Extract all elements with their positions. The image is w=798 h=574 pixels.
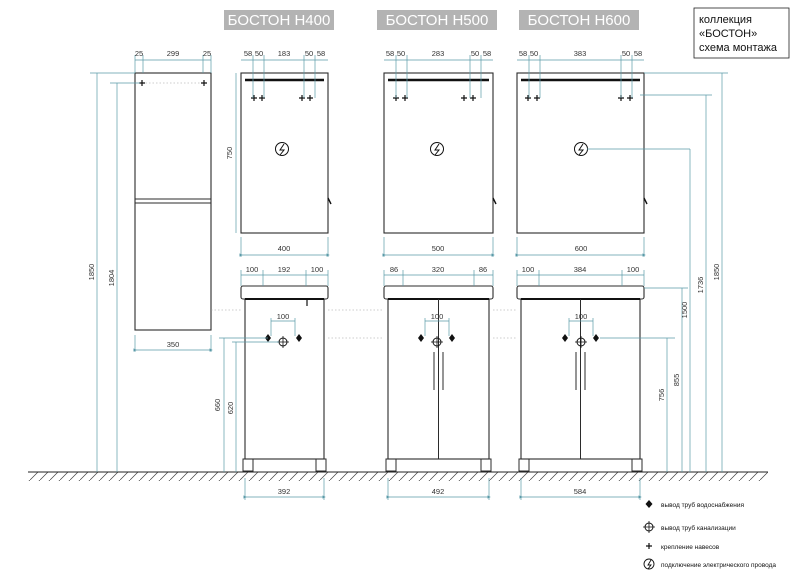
legend-drain-label: вывод труб канализации [661, 524, 736, 532]
dim-label: 100 [575, 312, 588, 321]
legend-electric-label: подключение электрического провода [661, 562, 776, 569]
dim-label: 1736 [696, 277, 705, 294]
dim-label: 620 [226, 402, 235, 415]
dim-label: 756 [657, 389, 666, 402]
dim-label: 25 [203, 49, 211, 58]
dim-label: 25 [135, 49, 143, 58]
dim-label: 350 [167, 340, 180, 349]
title-h400-text: БОСТОН Н400 [228, 12, 331, 29]
dim-label: 86 [390, 265, 398, 274]
drain-pipe-icon [575, 336, 587, 348]
dim-label: 600 [575, 244, 588, 253]
dim-label: 299 [167, 49, 180, 58]
mount-icon [393, 95, 408, 101]
dim-label: 183 [278, 49, 291, 58]
electric-icon [275, 142, 289, 156]
water-pipe-icon [449, 334, 455, 342]
water-pipe-icon [418, 334, 424, 342]
water-pipe-icon [593, 334, 599, 342]
dim-label: 384 [574, 265, 587, 274]
mount-icon [461, 95, 476, 101]
legend-electric: подключение электрического провода [643, 558, 776, 570]
dim-label: 50 [397, 49, 405, 58]
dim-label: 392 [278, 487, 291, 496]
water-pipe-icon [562, 334, 568, 342]
dim-label: 86 [479, 265, 487, 274]
info-box-line2: «БОСТОН» [699, 28, 757, 40]
dim-label: 100 [246, 265, 259, 274]
dim-label: 58 [483, 49, 491, 58]
dim-label: 58 [634, 49, 642, 58]
drain-pipe-icon [431, 336, 443, 348]
info-box-line1: коллекция [699, 14, 752, 26]
dim-label: 50 [471, 49, 479, 58]
legend-mount: крепление навесов [646, 543, 720, 551]
mount-icon [201, 80, 207, 86]
dim-label: 58 [317, 49, 325, 58]
base-cabinet-h400: 100 192 100 100 392 660 620 [213, 265, 329, 500]
dim-label: 750 [225, 147, 234, 160]
dim-label: 1850 [712, 264, 721, 281]
dim-label: 100 [277, 312, 290, 321]
title-h500: БОСТОН Н500 [377, 10, 497, 30]
dim-label: 192 [278, 265, 291, 274]
dim-label: 1500 [680, 302, 689, 319]
water-pipe-icon [645, 500, 653, 508]
legend-mount-label: крепление навесов [661, 544, 720, 551]
title-h500-text: БОСТОН Н500 [386, 12, 489, 29]
mount-icon [251, 95, 265, 101]
info-box-line3: схема монтажа [699, 42, 778, 54]
dim-label: 50 [305, 49, 313, 58]
dim-label: 500 [432, 244, 445, 253]
base-cabinet-h600: 100 384 100 100 584 [516, 265, 645, 500]
floor [28, 471, 768, 481]
wall-cabinet-h400: 58 50 183 50 58 400 750 [225, 49, 332, 257]
dim-label: 50 [530, 49, 538, 58]
mount-icon [525, 95, 540, 101]
drain-pipe-icon [643, 521, 655, 533]
dim-label: 283 [432, 49, 445, 58]
title-h600: БОСТОН Н600 [519, 10, 639, 30]
dim-label: 400 [278, 244, 291, 253]
dim-label: 100 [431, 312, 444, 321]
dim-label: 1804 [107, 270, 116, 287]
dim-label: 100 [522, 265, 535, 274]
mount-icon [618, 95, 633, 101]
tall-cabinet: 25 299 25 350 1850 1804 [87, 49, 213, 472]
title-h600-text: БОСТОН Н600 [528, 12, 631, 29]
right-dimensions: 756 855 1500 1736 1850 [600, 72, 728, 472]
dim-label: 660 [213, 399, 222, 412]
legend: вывод труб водоснабжения вывод труб кана… [643, 500, 776, 570]
legend-drain: вывод труб канализации [643, 521, 736, 533]
mount-icon [646, 543, 652, 549]
water-pipe-icon [296, 334, 302, 342]
dim-label: 584 [574, 487, 587, 496]
dim-label: 50 [622, 49, 630, 58]
legend-water: вывод труб водоснабжения [645, 500, 744, 509]
info-box: коллекция «БОСТОН» схема монтажа [693, 7, 790, 59]
legend-water-label: вывод труб водоснабжения [661, 501, 744, 509]
dim-label: 100 [311, 265, 324, 274]
dim-label: 58 [244, 49, 252, 58]
mount-icon [299, 95, 313, 101]
dim-label: 50 [255, 49, 263, 58]
base-cabinet-h500: 86 320 86 100 492 [383, 265, 494, 500]
electric-icon [430, 142, 444, 156]
dim-label: 58 [519, 49, 527, 58]
electric-icon [643, 558, 655, 570]
dim-label: 855 [672, 374, 681, 387]
title-h400: БОСТОН Н400 [224, 10, 334, 30]
electric-icon [574, 142, 588, 156]
dim-label: 1850 [87, 264, 96, 281]
dim-label: 58 [386, 49, 394, 58]
dim-label: 320 [432, 265, 445, 274]
dim-label: 383 [574, 49, 587, 58]
wall-cabinet-h500: 58 50 283 50 58 500 [382, 49, 497, 257]
dim-label: 100 [627, 265, 640, 274]
dim-label: 492 [432, 487, 445, 496]
wall-cabinet-h600: 58 50 383 50 58 600 [515, 49, 690, 257]
